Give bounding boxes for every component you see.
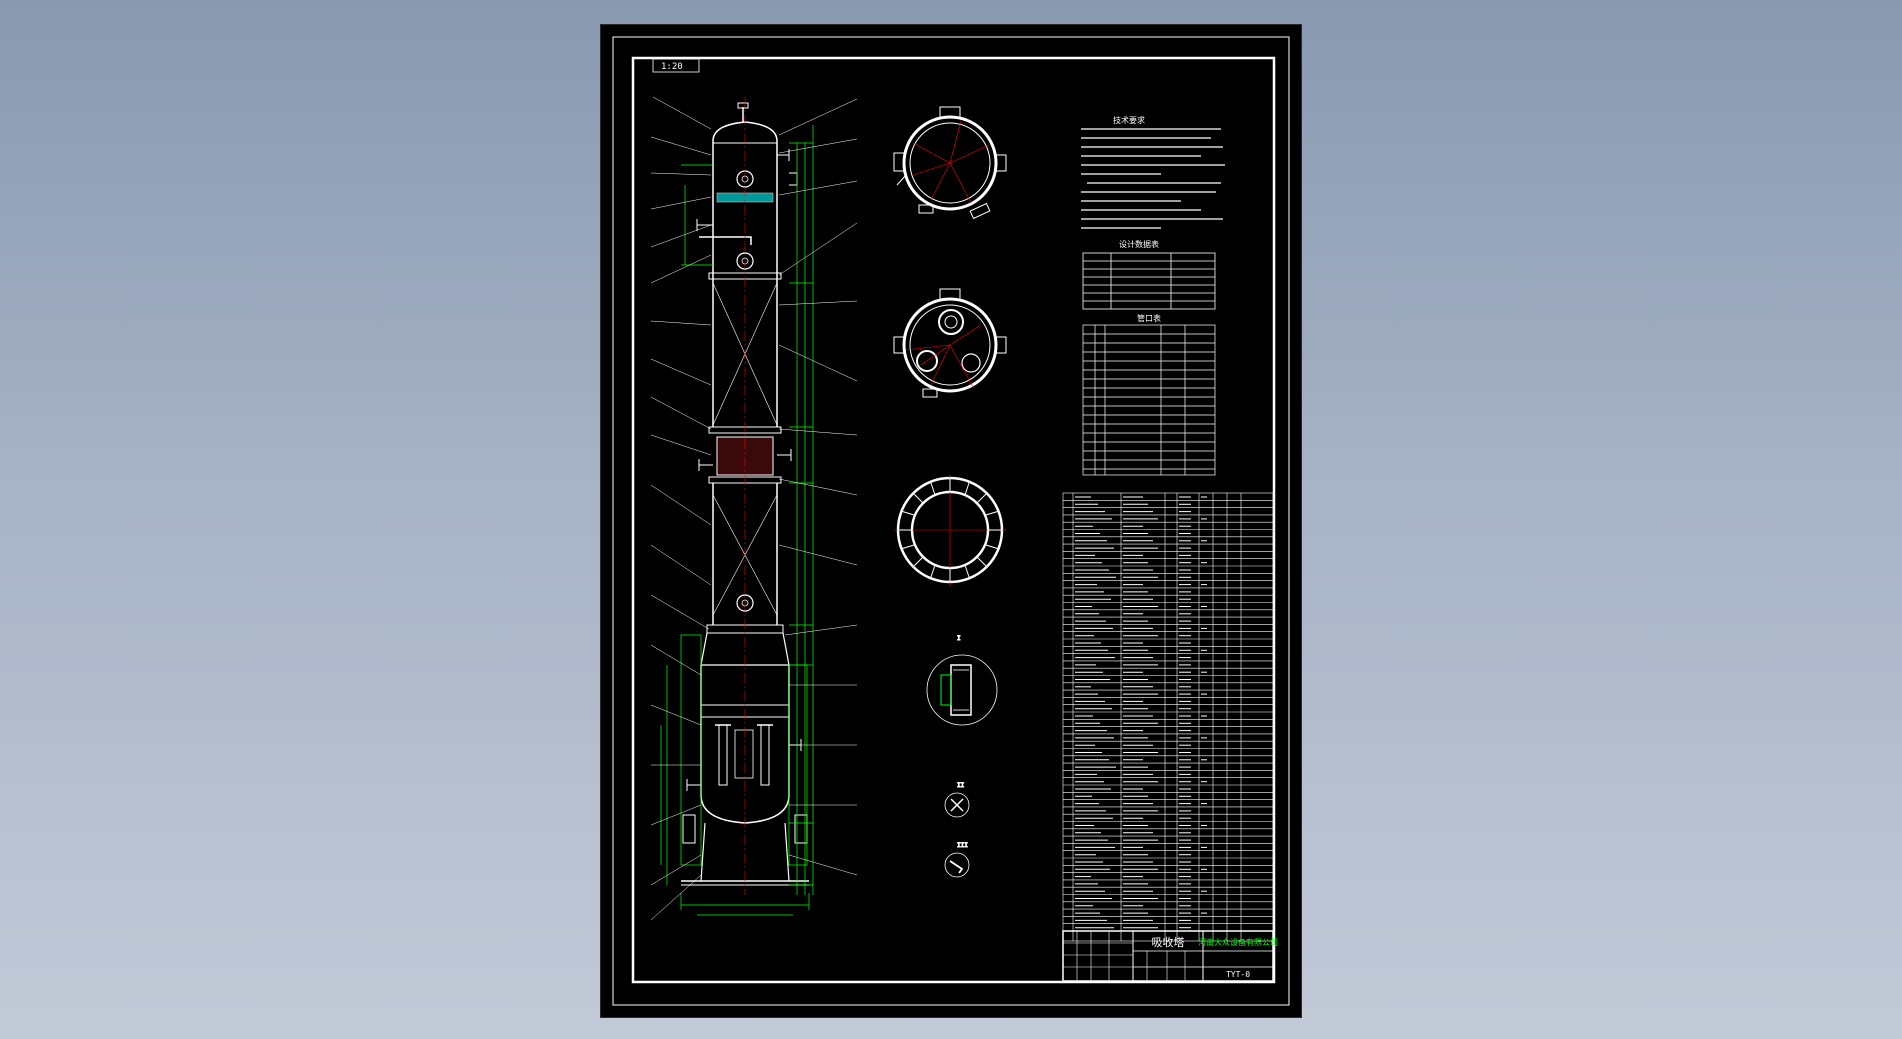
outer-frame [612,36,1290,1006]
plan-view-support-ring [894,475,1006,587]
parts-list-table [1062,492,1274,942]
drawing-number: TYT-0 [1226,970,1250,979]
svg-text:II: II [957,782,965,789]
company-name: 河南大众设备有限公司 [1198,937,1278,947]
dimension-lines [660,125,814,916]
scale-label: 1:20 [661,62,683,72]
scale-box: 1:20 [652,58,700,73]
drawing-sheet[interactable]: 1:20 [600,24,1302,1018]
detail-views: I II III [926,635,998,878]
cad-drawing: 1:20 [612,36,1290,1006]
nozzle-table [1082,324,1216,476]
svg-text:III: III [957,842,968,849]
title-block [1062,930,1274,982]
leader-lines-right [778,98,858,876]
inner-frame [631,56,1276,984]
leader-lines-left [650,96,712,921]
technical-notes-lines [1081,128,1225,229]
plan-view-mid [893,288,1007,398]
plan-view-top [893,106,1007,220]
spec-table [1082,252,1216,310]
technical-notes-title: 技术要求 [1113,115,1145,125]
parts-list-text [1075,496,1207,929]
svg-text:I: I [957,635,961,642]
drawing-name: 吸收塔 [1152,935,1185,949]
nozzle-table-title: 管口表 [1137,313,1161,323]
spec-table-title: 设计数据表 [1119,239,1159,249]
